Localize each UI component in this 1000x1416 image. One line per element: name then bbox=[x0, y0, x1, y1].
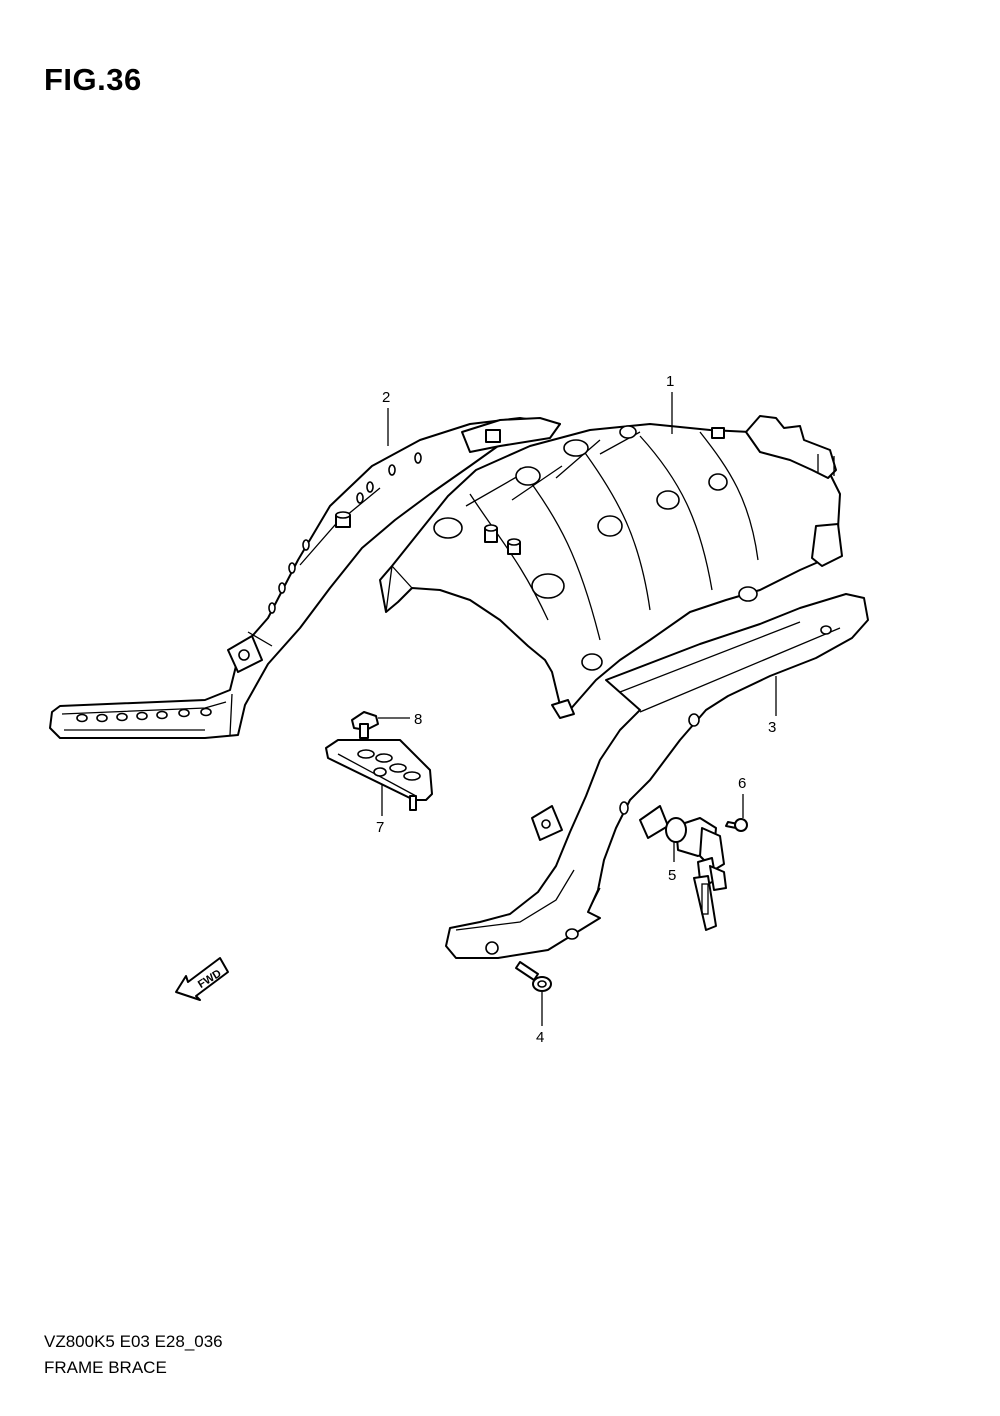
brace-2-holes bbox=[76, 452, 422, 723]
figure-title: FIG.36 bbox=[44, 62, 142, 97]
part-2-left-frame-brace bbox=[49, 417, 561, 739]
section-name: FRAME BRACE bbox=[44, 1358, 167, 1377]
part-4-bolt bbox=[515, 961, 552, 992]
model-code: VZ800K5 E03 E28_036 bbox=[44, 1332, 223, 1351]
brace-3-mount-tab bbox=[531, 805, 563, 841]
callout-7: 7 bbox=[376, 784, 384, 836]
callout-4-number: 4 bbox=[536, 1029, 544, 1046]
part-3-right-frame-brace bbox=[445, 593, 869, 959]
brace-2-stud bbox=[335, 511, 351, 528]
callout-4: 4 bbox=[536, 992, 544, 1046]
brace-2-rear-mount bbox=[461, 417, 561, 453]
callout-3-number: 3 bbox=[768, 719, 776, 736]
callout-6: 6 bbox=[738, 775, 746, 818]
callout-1-number: 1 bbox=[666, 373, 674, 390]
callout-8: 8 bbox=[378, 711, 422, 728]
callout-6-number: 6 bbox=[738, 775, 746, 792]
part-7-plate bbox=[325, 739, 433, 811]
callout-5-number: 5 bbox=[668, 867, 676, 884]
callout-1: 1 bbox=[666, 373, 674, 434]
brace-2-mount-tab bbox=[227, 635, 263, 673]
brace-3-holes bbox=[485, 625, 832, 955]
callout-8-number: 8 bbox=[414, 711, 422, 728]
fender-1-rear-tip bbox=[551, 699, 575, 719]
part-6-screw bbox=[725, 818, 748, 832]
fender-1-side-flange bbox=[811, 523, 843, 567]
fwd-arrow-icon: FWD bbox=[175, 957, 229, 1001]
fender-1-bosses bbox=[484, 427, 725, 555]
callout-3: 3 bbox=[768, 676, 777, 736]
fender-1-top-bracket bbox=[745, 415, 837, 479]
part-5-helmet-lock bbox=[665, 817, 727, 931]
plate-7-slots bbox=[357, 749, 421, 781]
callout-2: 2 bbox=[382, 389, 390, 446]
fender-1-holes bbox=[433, 425, 758, 671]
callout-7-number: 7 bbox=[376, 819, 384, 836]
callout-2-number: 2 bbox=[382, 389, 390, 406]
callout-5: 5 bbox=[668, 842, 676, 884]
part-8-bolt bbox=[351, 711, 379, 739]
brace-3-lock-bracket bbox=[639, 805, 669, 839]
part-1-rear-fender bbox=[379, 415, 843, 719]
